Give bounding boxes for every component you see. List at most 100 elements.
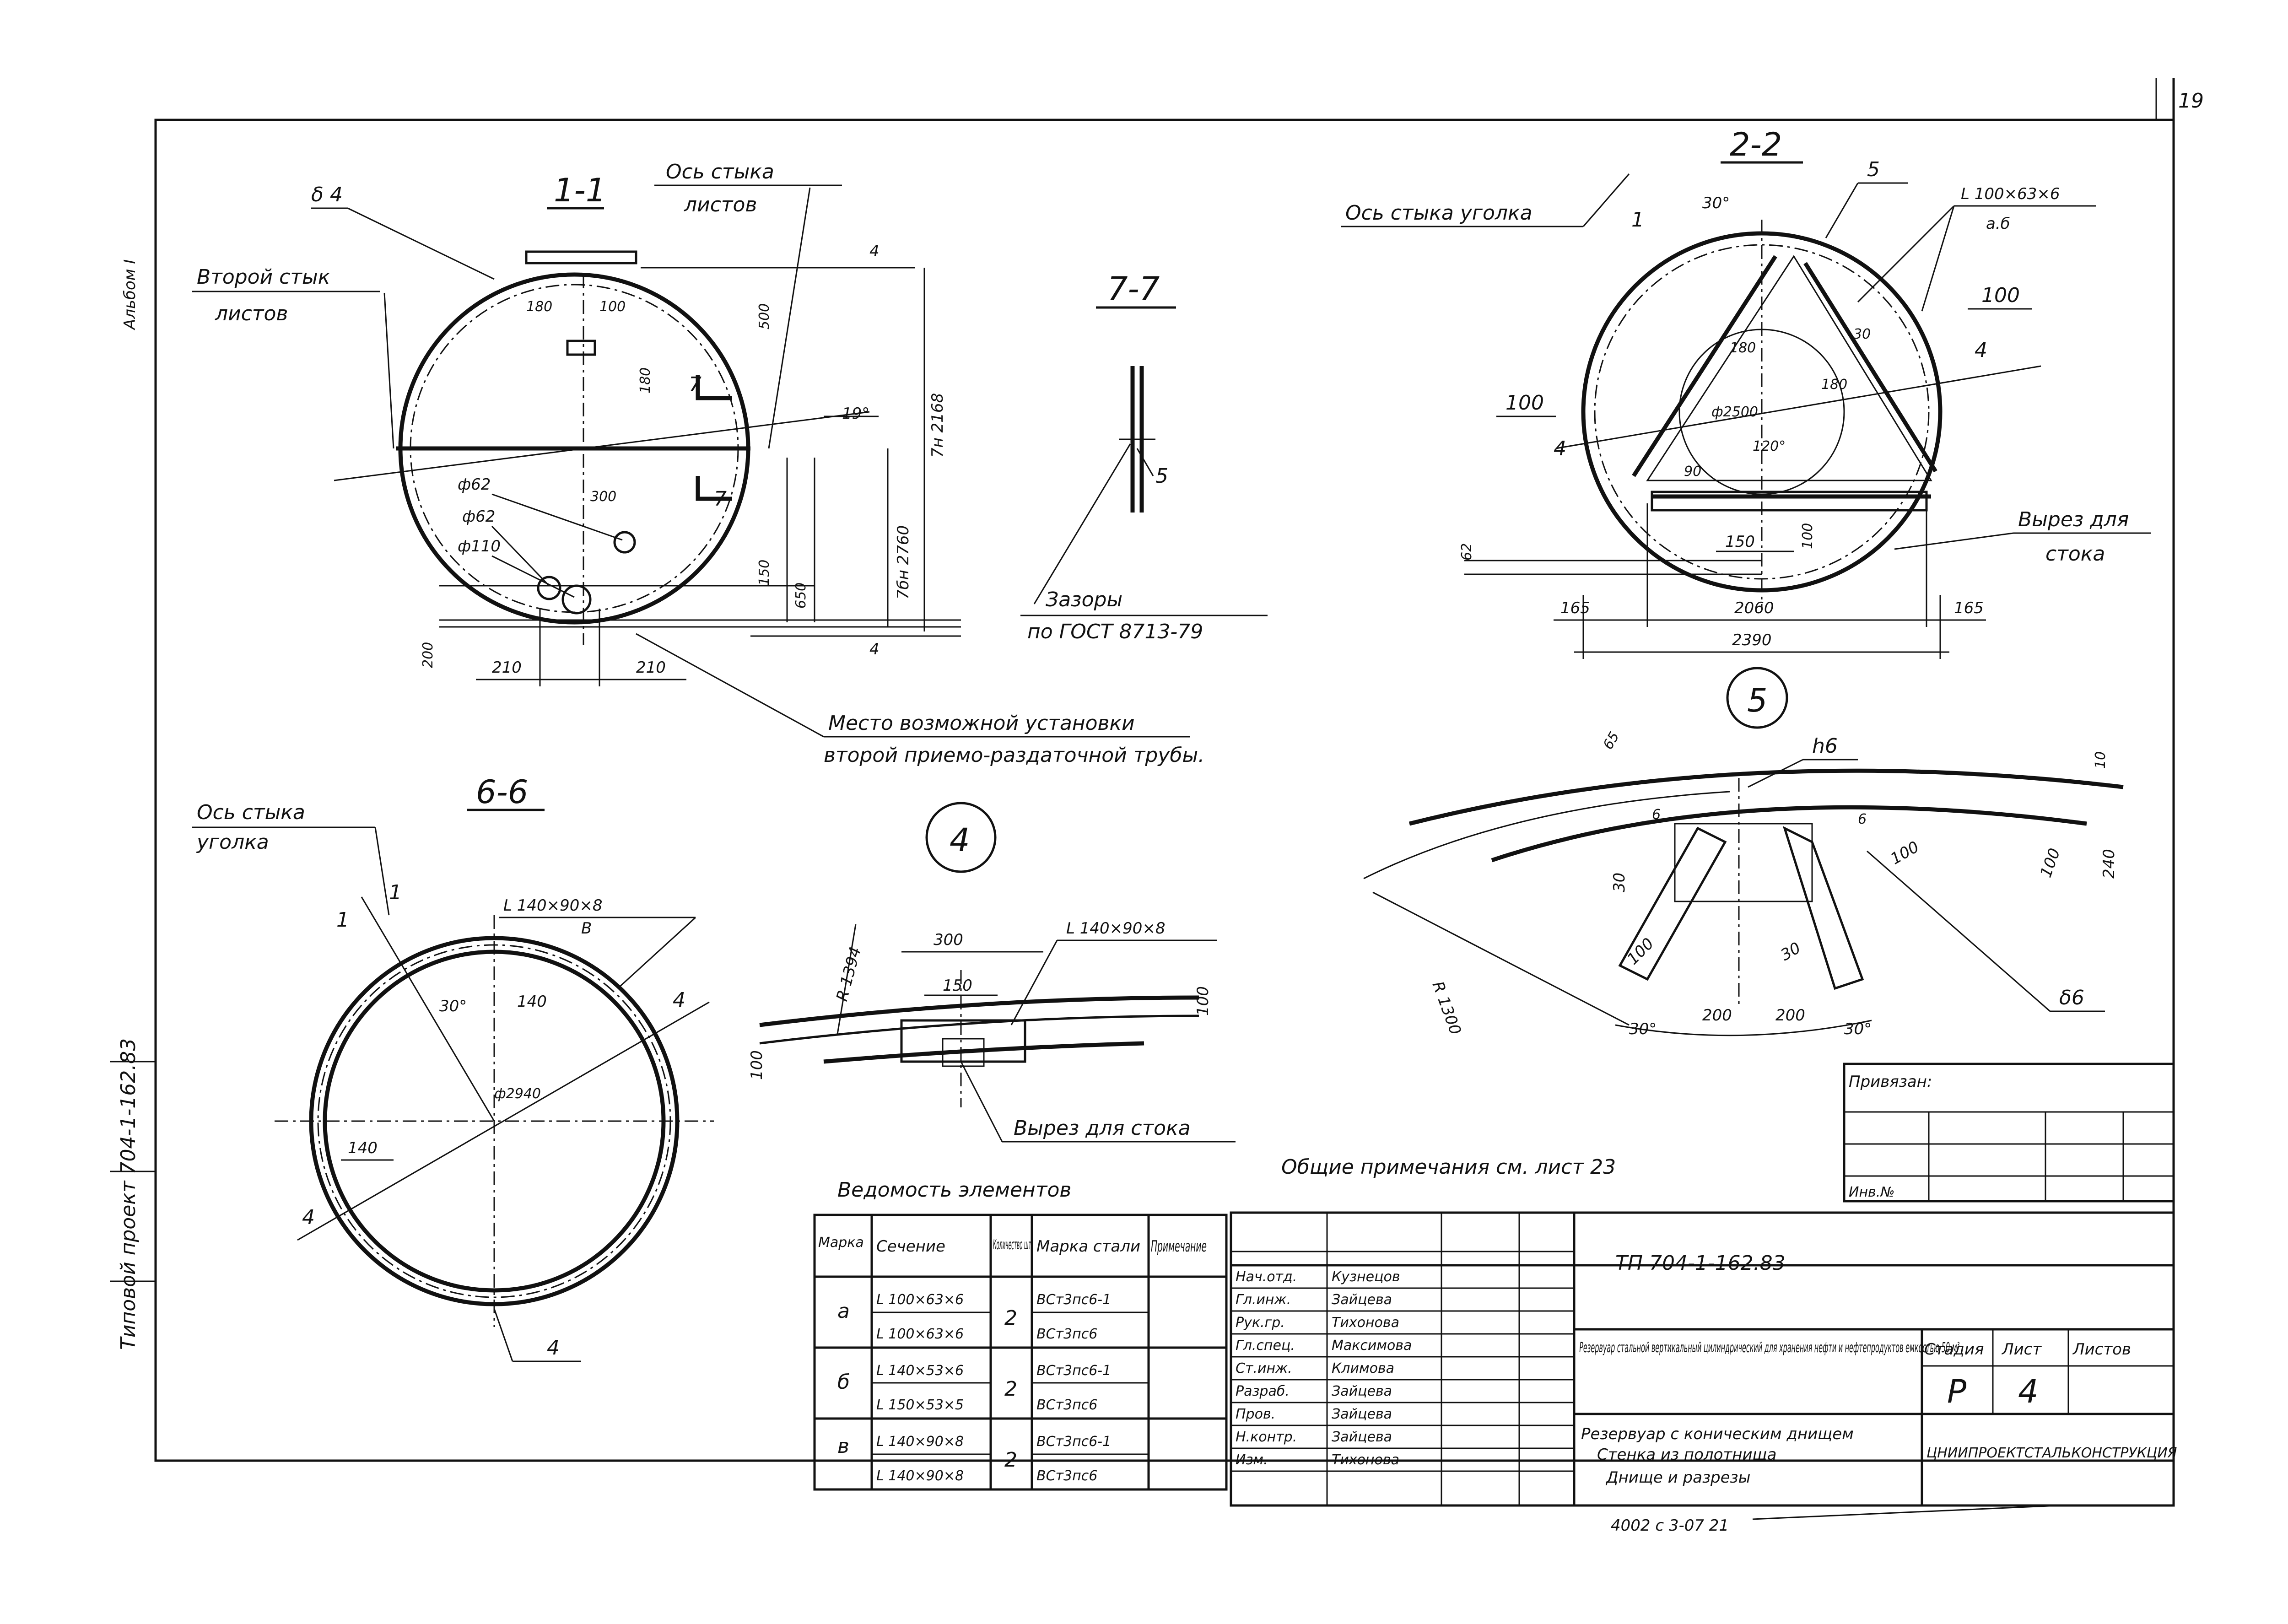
signature-3: Максимова [1332, 1338, 1412, 1354]
dim-2060: 2060 [1734, 599, 1774, 617]
hatch-cover [525, 250, 637, 264]
signature-8: Тихонова [1332, 1452, 1399, 1468]
dim-100: 100 [599, 299, 626, 315]
sheet-label: Лист [2001, 1340, 2042, 1359]
dim-180: 180 [1730, 340, 1756, 356]
view-2-2-title: 2-2 [1730, 126, 1782, 163]
node-4-angle [900, 1019, 1026, 1063]
node-4-profile: L 140×90×8 [1066, 919, 1166, 938]
view-7-7-title: 7-7 [1107, 270, 1160, 308]
drawing-title-2: Стенка из полотнища [1597, 1446, 1776, 1464]
dim-62: 62 [1459, 543, 1475, 561]
height-2168: 7н 2168 [928, 393, 947, 458]
dim-30: 30 [1853, 326, 1871, 342]
dim-phi110: ф110 [458, 537, 501, 556]
attached-label: Привязан: [1849, 1073, 1932, 1091]
dim-90: 90 [1684, 464, 1701, 480]
row-b-mark: б [837, 1370, 850, 1394]
mark-1: 1 [1631, 208, 1644, 232]
angle-axis-label: Ось стыка уголка [1345, 201, 1533, 225]
node-4-cutout: Вырез для стока [1014, 1117, 1191, 1140]
dim-500: 500 [756, 303, 772, 329]
drawing-title-3: Днище и разрезы [1605, 1468, 1750, 1487]
row-a-steel-1: ВСт3пс6-1 [1036, 1292, 1111, 1308]
row-c-qty: 2 [1004, 1448, 1017, 1472]
s66-profile: L 140×90×8 [503, 896, 603, 915]
dim-150: 150 [756, 560, 772, 586]
dim-300: 300 [590, 489, 616, 505]
project-description: Резервуар стальной вертикальный цилиндри… [1579, 1339, 1959, 1356]
angle-30: 30° [1702, 194, 1730, 212]
sheet-mark: δ 4 [311, 183, 343, 206]
sheets-label: Листов [2072, 1340, 2131, 1359]
node-4: 4 300 150 L 140×90×8 100 100 R 1394 Выре… [748, 802, 1236, 1143]
s66-dim-140b: 140 [348, 1139, 378, 1157]
s66-mark-4a: 4 [673, 988, 685, 1012]
th-qty: Количество шт. [993, 1237, 1033, 1253]
signature-4: Климова [1332, 1360, 1394, 1376]
axis-label-bottom: листов [684, 193, 757, 216]
node-5-dim-6a: 6 [1652, 807, 1661, 823]
mark-5: 5 [1867, 158, 1880, 181]
row-c-steel-1: ВСт3пс6-1 [1036, 1434, 1111, 1450]
view-6-6: 6-6 Ось стыка уголка L 140×90×8 В 1 1 30… [192, 773, 714, 1362]
node-5-dim-240: 240 [2100, 849, 2118, 879]
node-4-radius: R 1394 [833, 945, 865, 1003]
node-5-dim-10: 10 [2093, 751, 2109, 769]
s66-profile-mark: В [581, 919, 592, 938]
dim-150: 150 [1725, 533, 1755, 551]
profile-mark: а.б [1986, 215, 2010, 233]
role-3: Гл.спец. [1236, 1338, 1295, 1354]
node-4-dim-150: 150 [943, 977, 972, 995]
node-5-dim-200a: 200 [1702, 1006, 1732, 1025]
bracing-triangle [1646, 255, 1932, 481]
s66-mark-4b: 4 [302, 1206, 315, 1229]
row-a-steel-2: ВСт3пс6 [1036, 1326, 1097, 1342]
view-2-2: 2-2 Ось стыка уголка 30° 5 1 L 100×63×6 … [1341, 126, 2151, 659]
side-note-text: Альбом I [121, 259, 139, 330]
dim-phi62-b: ф62 [462, 507, 495, 526]
signature-0: Кузнецов [1332, 1269, 1400, 1285]
s66-axis-top: Ось стыка [197, 801, 305, 824]
side-stamp-text: Типовой проект 704-1-162.83 [117, 1038, 140, 1350]
node-5-dim-100c: 100 [1624, 934, 1657, 968]
angle-120: 120° [1753, 438, 1786, 454]
dim-210a: 210 [492, 658, 522, 677]
node-4-dim-100b: 100 [748, 1050, 766, 1080]
signature-2: Тихонова [1332, 1315, 1399, 1331]
drawing-code: ТП 704-1-162.83 [1615, 1252, 1786, 1275]
sheet-number: 19 [2178, 89, 2204, 113]
gap-note-1: Зазоры [1046, 588, 1122, 611]
node-4-bottom-top [759, 995, 1199, 1027]
row-b-section-1: L 140×53×6 [876, 1363, 964, 1379]
s66-mark-1a: 1 [336, 908, 349, 932]
title-block: ТП 704-1-162.83 Резервуар стальной верти… [1230, 1211, 2177, 1535]
node-5-delta-6: δ6 [2059, 986, 2084, 1009]
node-5-dim-100a: 100 [1888, 838, 1922, 869]
node-5-label: 5 [1747, 682, 1768, 719]
dim-180-b: 180 [1821, 377, 1847, 393]
signature-6: Зайцева [1332, 1406, 1392, 1422]
role-0: Нач.отд. [1236, 1269, 1297, 1285]
place-note-2: второй приемо-раздаточной трубы. [824, 744, 1204, 767]
angle-19: 19° [842, 405, 869, 423]
dim-165-a: 165 [1560, 599, 1590, 617]
node-5-h6: h6 [1812, 734, 1838, 758]
role-7: Н.контр. [1236, 1429, 1297, 1445]
s66-angle-30: 30° [439, 997, 467, 1015]
row-c-section-1: L 140×90×8 [876, 1434, 964, 1450]
s66-dim-140a: 140 [517, 993, 547, 1011]
elements-table-title: Ведомость элементов [837, 1178, 1071, 1202]
row-c-steel-2: ВСт3пс6 [1036, 1468, 1097, 1484]
side-stamp: Типовой проект 704-1-162.83 Альбом I [110, 259, 156, 1350]
view-7-7: 7-7 5 Зазоры по ГОСТ 8713-79 [1020, 270, 1268, 643]
node-5-wall-inner [1491, 805, 2087, 863]
role-1: Гл.инж. [1236, 1292, 1291, 1308]
second-joint-label-top: Второй стык [197, 265, 330, 289]
row-a-section-2: L 100×63×6 [876, 1326, 964, 1342]
node-5-dim-100b: 100 [2037, 846, 2064, 880]
attached-box: Привязан: Инв.№ [1843, 1063, 2175, 1203]
dim-180a: 180 [526, 299, 552, 315]
th-mark: Марка [818, 1235, 864, 1251]
s66-mark-4c: 4 [547, 1336, 560, 1360]
